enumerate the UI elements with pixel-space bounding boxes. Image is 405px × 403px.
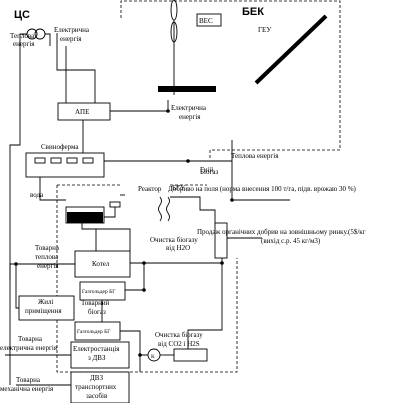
co2-cleaning-label-2: від СО2 і Н2S — [158, 340, 200, 348]
bek-region-frame — [120, 0, 341, 160]
commodity-biogas-label-2: біогаз — [88, 308, 106, 316]
solar-panel-icon — [158, 86, 216, 92]
pen-icon — [34, 157, 46, 164]
reactor-fill — [67, 212, 103, 223]
h2o-cleaning-label-1: Очистка біогазу — [150, 236, 198, 244]
commodity-heat-label-2: теплова — [35, 253, 59, 261]
heater-coil-icon — [158, 196, 170, 222]
bgu-region-frame — [56, 185, 238, 373]
fertilizer-storage-box — [214, 222, 228, 259]
ice-label-3: засобів — [86, 392, 108, 400]
fertilizer-market-label: Продаж органічних добрив на зовнішньому … — [197, 228, 366, 236]
commodity-mech-label-1: Товарна — [16, 376, 41, 384]
pen-icon — [66, 157, 78, 164]
electric-energy-bek-label-2: енергія — [179, 113, 201, 121]
commodity-biogas-label-1: Товарний — [81, 299, 110, 307]
heu-turbine-icon — [254, 14, 328, 85]
reactor-label: Реактор — [138, 185, 162, 193]
cs-label: ЦС — [14, 9, 30, 21]
ice-label-2: транспортних — [75, 383, 117, 391]
fertilizer-field-label: Добриво на поля (норма внесення 100 т/га… — [168, 185, 357, 193]
biogas-label: Біогаз — [200, 168, 218, 176]
bek-label: БЕК — [242, 6, 264, 18]
water-label: вода — [30, 191, 44, 199]
pen-icon — [82, 157, 94, 164]
heat-energy-right-label: Теплова енергія — [231, 152, 279, 160]
ape-box — [57, 102, 111, 121]
heat-energy-label-1: Теплова — [10, 32, 35, 40]
junction-dots — [14, 109, 234, 357]
ves-box — [196, 13, 222, 27]
pigfarm-label: Свиноферма — [41, 143, 79, 151]
gasholder-label-1: Газгольдер БГ — [82, 289, 115, 295]
co2-cleaning-label-1: Очистка біогазу — [155, 331, 203, 339]
bgu-label: БГУ — [172, 184, 185, 192]
generator-icon — [34, 28, 46, 40]
plant-label-2: з ДВЗ — [88, 354, 106, 362]
heu-label: ГЕУ — [258, 26, 271, 34]
connection-lines — [5, 33, 290, 386]
co2-cleaning-box — [173, 348, 208, 362]
ice-box — [70, 371, 130, 403]
commodity-heat-label-1: Товарна — [35, 244, 60, 252]
ice-label-1: ДВЗ — [90, 374, 103, 382]
heat-energy-label-2: енергія — [13, 40, 35, 48]
electric-energy-label-1: Електрична — [54, 26, 90, 34]
gasholder-label-2: Газгольдер БГ — [77, 329, 110, 335]
ves-label: ВЕС — [199, 17, 213, 25]
pigfarm-box — [25, 152, 105, 178]
electric-energy-bek-label-1: Електрична — [171, 104, 207, 112]
commodity-electric-label-2: електрична енергія — [0, 344, 58, 352]
wind-turbine-icon — [170, 0, 178, 95]
gasholder-box-1 — [79, 281, 126, 301]
commodity-heat-label-3: енергія — [37, 262, 59, 270]
electric-energy-label-2: енергія — [60, 35, 82, 43]
boiler-label: Котел — [92, 260, 110, 268]
commodity-electric-label-1: Товарна — [18, 335, 43, 343]
boiler-box — [74, 250, 131, 278]
living-label-2: приміщення — [25, 307, 62, 315]
ape-label: АПЕ — [75, 108, 89, 116]
manure-label: Гній — [200, 166, 213, 174]
commodity-mech-label-2: механічна енергія — [0, 385, 54, 393]
valve-icon — [109, 201, 121, 208]
compressor-label: К — [151, 354, 155, 360]
pen-icon — [50, 157, 62, 164]
h2o-cleaning-label-2: від Н2О — [166, 244, 190, 252]
fertilizer-market-label-2: (вихід с.р. 45 кг/м3) — [261, 237, 321, 245]
living-label-1: Жилі — [38, 298, 54, 306]
plant-label-1: Електростанція — [73, 345, 120, 353]
